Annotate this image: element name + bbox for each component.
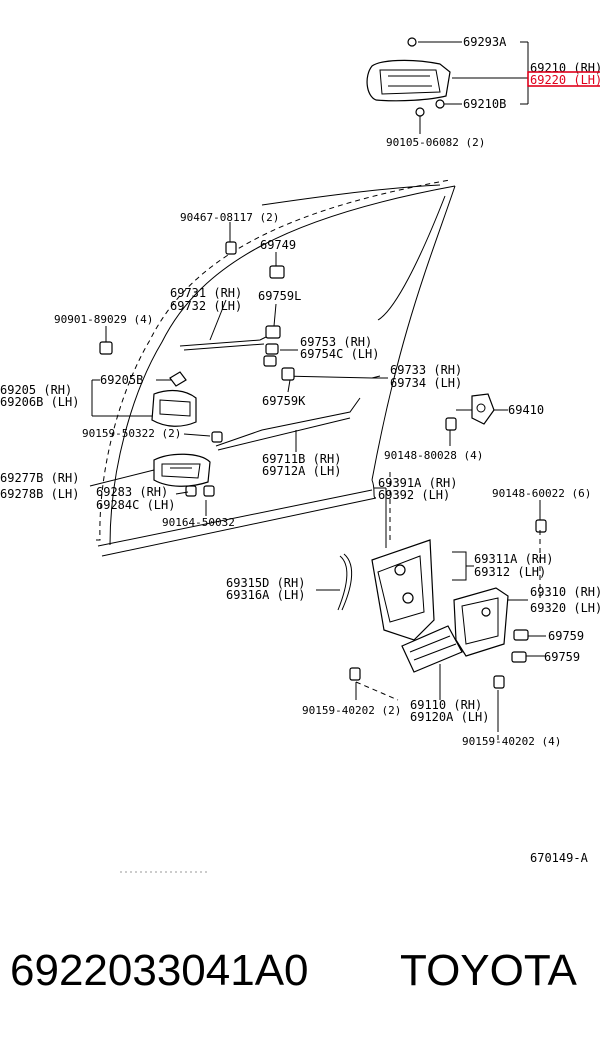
label-69759K: 69759K	[262, 394, 306, 408]
label-69278B: 69278B (LH)	[0, 487, 79, 501]
label-69734: 69734 (LH)	[390, 376, 462, 390]
label-69711B: 69711B (RH)	[262, 452, 341, 466]
label-69391A: 69391A (RH)	[378, 476, 457, 490]
label-69205B: 69205B	[100, 373, 143, 387]
label-69316A: 69316A (LH)	[226, 588, 305, 602]
label-69712A: 69712A (LH)	[262, 464, 341, 478]
label-69732: 69732 (LH)	[170, 299, 242, 313]
label-69759-lower: 69759	[544, 650, 580, 664]
label-69220-highlighted: 69220 (LH)	[530, 73, 600, 87]
label-69392: 69392 (LH)	[378, 488, 450, 502]
label-90159-50322: 90159-50322 (2)	[82, 427, 181, 440]
label-69312: 69312 (LH)	[474, 565, 546, 579]
brand-caption: TOYOTA	[400, 946, 577, 995]
door-lock-assembly-illustration	[371, 393, 509, 673]
label-69284C: 69284C (LH)	[96, 498, 175, 512]
label-69205: 69205 (RH)	[0, 383, 72, 397]
label-90901-89029: 90901-89029 (4)	[54, 313, 153, 326]
label-69110: 69110 (RH)	[410, 698, 482, 712]
handle-bezel-illustration	[153, 453, 211, 487]
label-69210B: 69210B	[463, 97, 506, 111]
label-69733: 69733 (RH)	[390, 363, 462, 377]
label-69759-upper: 69759	[548, 629, 584, 643]
part-number-caption: 6922033041A0	[10, 946, 309, 995]
label-69311A: 69311A (RH)	[474, 552, 553, 566]
label-69283: 69283 (RH)	[96, 485, 168, 499]
label-90159-40202-b: 90159-40202 (4)	[462, 735, 561, 748]
label-69753: 69753 (RH)	[300, 335, 372, 349]
diagram-id: 670149-A	[530, 851, 589, 865]
leader-lines	[89, 222, 546, 732]
label-90159-40202-a: 90159-40202 (2)	[302, 704, 401, 717]
label-69754C: 69754C (LH)	[300, 347, 379, 361]
label-90148-60022: 90148-60022 (6)	[492, 487, 591, 500]
highlight-box	[527, 71, 600, 87]
label-90467-08117: 90467-08117 (2)	[180, 211, 279, 224]
label-90105-06082: 90105-06082 (2)	[386, 136, 485, 149]
label-69759L: 69759L	[258, 289, 301, 303]
label-69749: 69749	[260, 238, 296, 252]
label-69277B: 69277B (RH)	[0, 471, 79, 485]
label-69731: 69731 (RH)	[170, 286, 242, 300]
callout-labels: 69293A 69210 (RH) 69220 (LH) 69210B 9010…	[0, 35, 600, 865]
label-69410: 69410	[508, 403, 544, 417]
label-90148-80028: 90148-80028 (4)	[384, 449, 483, 462]
label-90164-50032: 90164-50032	[162, 516, 235, 529]
door-rods-illustration	[179, 335, 381, 611]
label-69120A: 69120A (LH)	[410, 710, 489, 724]
outside-door-handle-illustration	[366, 37, 451, 117]
label-69320: 69320 (LH)	[530, 601, 600, 615]
door-frame-outline	[96, 179, 456, 557]
clips-and-fasteners	[99, 241, 547, 689]
inside-handle-illustration	[151, 371, 197, 427]
label-69293A: 69293A	[463, 35, 507, 49]
label-69315D: 69315D (RH)	[226, 576, 305, 590]
label-69206B: 69206B (LH)	[0, 395, 79, 409]
label-69310: 69310 (RH)	[530, 585, 600, 599]
